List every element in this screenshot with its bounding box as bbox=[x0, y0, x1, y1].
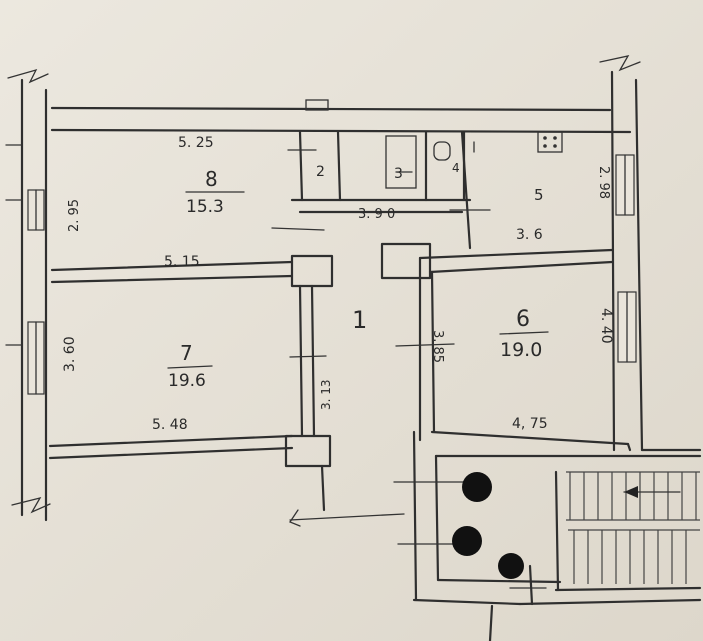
room-3-number: 3 bbox=[394, 166, 403, 182]
left-windows bbox=[5, 144, 45, 395]
dim-corridor-top: 3. 9 0 bbox=[358, 207, 395, 222]
stair-dot bbox=[462, 472, 492, 502]
bathtub-icon bbox=[385, 135, 417, 189]
dim-r6-left: 3. 85 bbox=[430, 330, 445, 363]
room-7-number: 7 bbox=[180, 341, 193, 365]
stair-arrow-icon bbox=[624, 486, 638, 498]
dim-corridor-vert: 3. 13 bbox=[319, 379, 333, 410]
room-7-area: 19.6 bbox=[168, 371, 206, 391]
room-4-number: 4 bbox=[452, 161, 460, 175]
room-5-number: 5 bbox=[534, 186, 544, 204]
dim-top-r8: 5. 25 bbox=[178, 135, 214, 151]
outer-walls bbox=[7, 55, 702, 522]
room-6-area: 19.0 bbox=[500, 339, 542, 361]
room-2-number: 2 bbox=[316, 164, 325, 180]
room-8-number: 8 bbox=[205, 167, 218, 191]
dim-bottom-r7: 5. 48 bbox=[152, 417, 188, 433]
staircase bbox=[393, 430, 702, 641]
toilet-icon bbox=[433, 141, 451, 161]
dim-r5-right: 2. 98 bbox=[596, 166, 611, 199]
room-6-number: 6 bbox=[516, 307, 530, 332]
vent-mark bbox=[305, 99, 329, 111]
stair-dot bbox=[498, 553, 524, 579]
interior-walls bbox=[48, 130, 632, 527]
stove-icon bbox=[537, 131, 563, 153]
dim-left-r8: 2. 95 bbox=[67, 199, 82, 232]
dim-r6-bottom: 4, 75 bbox=[512, 416, 548, 432]
dim-bottom-r8: 5. 15 bbox=[164, 254, 200, 270]
stair-dot bbox=[452, 526, 482, 556]
right-windows bbox=[615, 154, 637, 363]
room-8-area: 15.3 bbox=[186, 197, 224, 217]
room-1-number: 1 bbox=[352, 306, 367, 334]
dim-left-r7: 3. 60 bbox=[62, 336, 78, 372]
dim-r5-bottom: 3. 6 bbox=[516, 227, 543, 243]
dim-r6-right: 4. 40 bbox=[598, 308, 614, 344]
